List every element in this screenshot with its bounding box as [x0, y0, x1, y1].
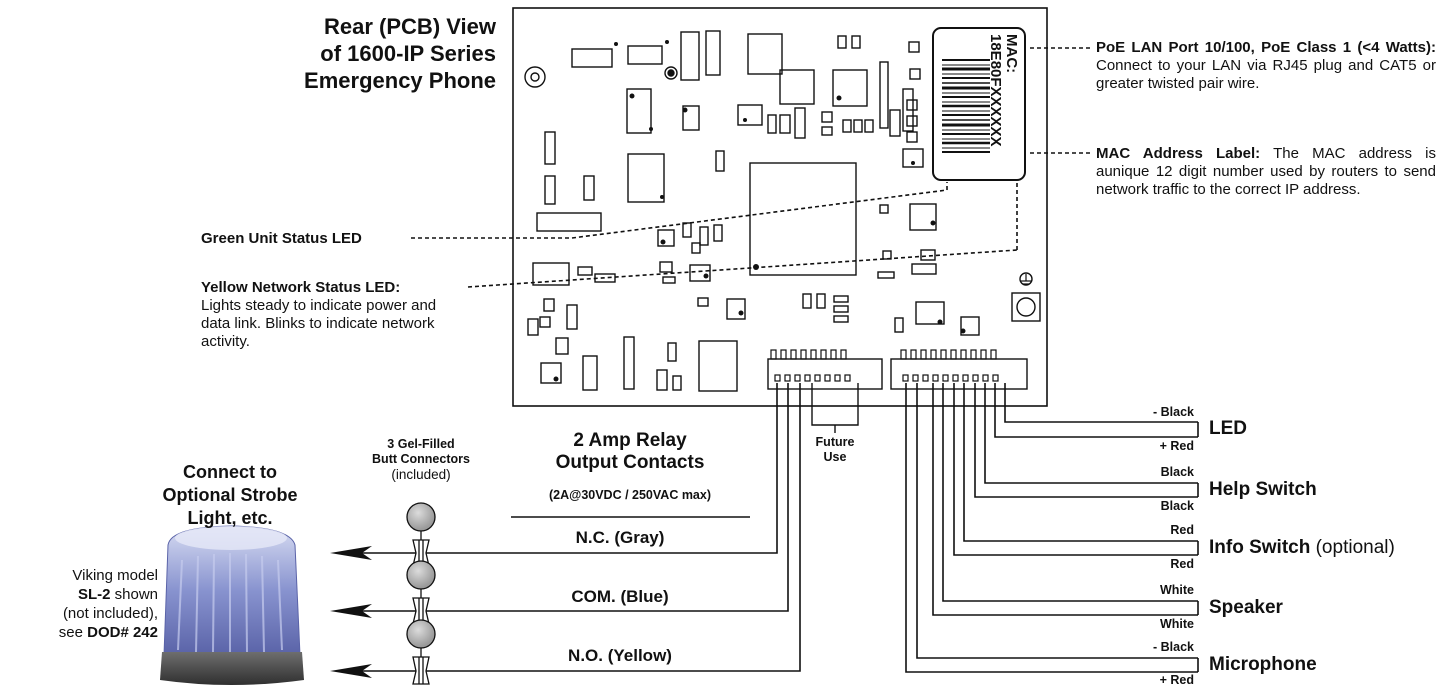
group-led: LED: [1209, 418, 1247, 439]
pcb-board: [512, 7, 1048, 407]
group-info-switch: Info Switch (optional): [1209, 537, 1395, 560]
mac-label-line2: 18E80FXXXXXX: [987, 34, 1004, 147]
strobe-model: SL-2: [77, 586, 111, 603]
relay-rating: (2A@30VDC / 250VAC max): [548, 488, 712, 502]
relay-title: 2 Amp Relay Output Contacts: [505, 430, 755, 474]
strobe-heading: Connect to Optional Strobe Light, etc.: [120, 461, 340, 530]
wire-label: Red: [1170, 523, 1194, 537]
wire-label: - Black: [1153, 640, 1194, 654]
butt-connectors-line: 3 Gel-Filled: [387, 437, 455, 451]
strobe-heading-line: Connect to: [183, 462, 277, 482]
wire-label: Red: [1170, 557, 1194, 571]
strobe-heading-line: Optional Strobe: [162, 485, 298, 505]
pcb-header-pins: [770, 349, 999, 382]
pcb-title-line: Emergency Phone: [304, 68, 496, 93]
butt-connectors-label: 3 Gel-Filled Butt Connectors (included): [346, 437, 496, 482]
yellow-led-lead: Yellow Network Status LED:: [201, 279, 401, 296]
future-use-line: Use: [823, 450, 847, 464]
strobe-light-icon: [160, 525, 304, 685]
future-use-line: Future: [815, 435, 855, 449]
butt-connectors-line: (included): [391, 467, 451, 482]
wire-label: White: [1159, 617, 1194, 631]
butt-connector-icons: [406, 502, 436, 685]
wire-label: - Black: [1153, 405, 1194, 419]
future-use-bracket: [811, 383, 859, 433]
strobe-heading-line: Light, etc.: [187, 508, 273, 528]
butt-connectors-line: Butt Connectors: [372, 452, 470, 466]
wire-label: + Red: [1159, 673, 1194, 687]
pcb-title-line: of 1600-IP Series: [320, 41, 496, 66]
poe-callout-text: Connect to your LAN via RJ45 plug and CA…: [1096, 57, 1436, 92]
strobe-caption-see: see: [58, 624, 88, 641]
relay-output-no: N.O. (Yellow): [568, 646, 672, 665]
pcb-title-line: Rear (PCB) View: [324, 14, 496, 39]
relay-title-line: Output Contacts: [555, 452, 705, 473]
group-help-switch: Help Switch: [1209, 479, 1317, 500]
group-info-switch-extra: (optional): [1310, 537, 1395, 558]
mac-label-text: MAC: 18E80FXXXXXX: [987, 34, 1020, 147]
relay-title-line: 2 Amp Relay: [573, 430, 687, 451]
future-use-label: Future Use: [805, 435, 865, 465]
relay-wires: [337, 383, 801, 672]
wire-label: Black: [1160, 499, 1194, 513]
mac-barcode: [942, 59, 990, 153]
group-speaker: Speaker: [1209, 597, 1283, 618]
strobe-caption-line: Viking model: [72, 567, 158, 584]
strobe-caption: Viking model SL-2 shown (not included), …: [0, 566, 158, 642]
component-wires: [905, 383, 1199, 673]
relay-output-nc: N.C. (Gray): [575, 528, 665, 547]
strobe-dod: DOD# 242: [87, 624, 158, 641]
arrow-icons: [330, 546, 372, 678]
pcb-title: Rear (PCB) View of 1600-IP Series Emerge…: [206, 13, 496, 94]
poe-callout-lead: PoE LAN Port 10/100, PoE Class 1 (<4 Wat…: [1096, 39, 1436, 56]
strobe-caption-line: (not included),: [62, 605, 158, 622]
group-microphone: Microphone: [1209, 654, 1317, 675]
wire-label: White: [1159, 583, 1194, 597]
poe-callout: PoE LAN Port 10/100, PoE Class 1 (<4 Wat…: [1096, 39, 1436, 93]
callout-leaders: [411, 47, 1093, 288]
strobe-caption-shown: shown: [110, 586, 158, 603]
wire-label: Black: [1160, 465, 1194, 479]
green-led-callout: Green Unit Status LED: [201, 230, 362, 247]
mac-callout-lead: MAC Address Label:: [1096, 145, 1261, 162]
mac-callout: MAC Address Label: The MAC address is au…: [1096, 145, 1436, 199]
mac-label-line1: MAC:: [1003, 34, 1020, 73]
group-info-switch-name: Info Switch: [1209, 537, 1311, 558]
ground-icon: [1021, 274, 1031, 285]
mac-callout-text: The MAC address is aunique 12 digit numb…: [1096, 145, 1436, 198]
relay-output-com: COM. (Blue): [571, 587, 669, 606]
pcb-dots: [553, 40, 966, 382]
wire-label: + Red: [1159, 439, 1194, 453]
yellow-led-text: Lights steady to indicate power and data…: [201, 297, 437, 350]
yellow-led-callout: Yellow Network Status LED: Lights steady…: [201, 279, 469, 351]
